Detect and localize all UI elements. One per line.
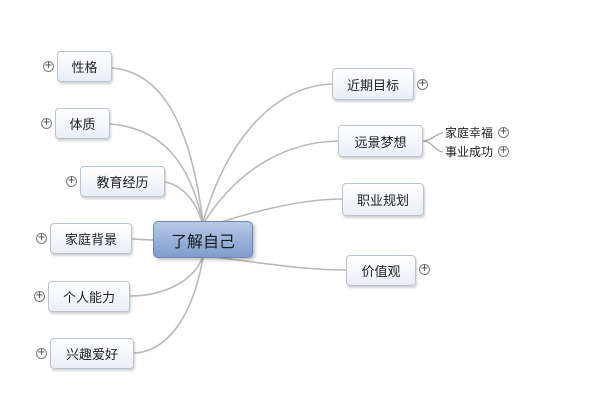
- node-values[interactable]: 价值观: [346, 255, 416, 286]
- leaf-career-success[interactable]: 事业成功: [445, 145, 494, 159]
- node-family-background[interactable]: 家庭背景: [50, 223, 132, 254]
- leaf-family-happiness[interactable]: 家庭幸福: [445, 126, 494, 140]
- plus-icon[interactable]: +: [36, 347, 47, 359]
- connector-left-6: [133, 257, 204, 354]
- node-short-term-goals[interactable]: 近期目标: [332, 68, 414, 100]
- plus-icon[interactable]: +: [66, 175, 77, 187]
- node-label: 个人能力: [62, 291, 115, 306]
- node-label: 远景梦想: [354, 135, 407, 151]
- plus-icon[interactable]: +: [419, 263, 430, 275]
- plus-icon[interactable]: +: [34, 290, 45, 302]
- node-label: 兴趣爱好: [65, 348, 118, 363]
- plus-icon[interactable]: +: [41, 117, 52, 129]
- plus-icon[interactable]: +: [498, 126, 509, 138]
- node-hobbies[interactable]: 兴趣爱好: [50, 338, 134, 369]
- node-label: 教育经历: [96, 176, 149, 191]
- connector-right-2: [202, 140, 339, 225]
- plus-icon[interactable]: +: [498, 145, 509, 157]
- node-label: 职业规划: [356, 194, 409, 209]
- node-label: 近期目标: [346, 78, 399, 94]
- node-label: 性格: [71, 61, 98, 76]
- connector-left-2: [109, 123, 204, 225]
- connector-right-4: [202, 255, 347, 271]
- plus-icon[interactable]: +: [43, 60, 54, 72]
- root-node[interactable]: 了解自己: [153, 221, 253, 258]
- connector-left-1: [111, 67, 204, 223]
- node-ability[interactable]: 个人能力: [48, 281, 130, 312]
- connector-right-1: [202, 83, 333, 223]
- connector-left-4: [131, 238, 154, 241]
- connector-left-5: [129, 255, 204, 297]
- root-label: 了解自己: [170, 231, 235, 251]
- plus-icon[interactable]: +: [36, 232, 47, 244]
- node-personality[interactable]: 性格: [57, 51, 112, 82]
- node-label: 体质: [69, 118, 96, 133]
- connector-dream-1: [422, 132, 444, 142]
- connector-dream-2: [422, 140, 444, 153]
- node-label: 价值观: [361, 265, 401, 280]
- node-career-plan[interactable]: 职业规划: [342, 183, 424, 216]
- node-physique[interactable]: 体质: [55, 108, 110, 139]
- node-label: 家庭背景: [64, 233, 117, 248]
- node-education[interactable]: 教育经历: [80, 166, 165, 197]
- node-long-term-dream[interactable]: 远景梦想: [338, 125, 423, 157]
- connector-left-3: [164, 181, 204, 227]
- plus-icon[interactable]: +: [417, 78, 428, 90]
